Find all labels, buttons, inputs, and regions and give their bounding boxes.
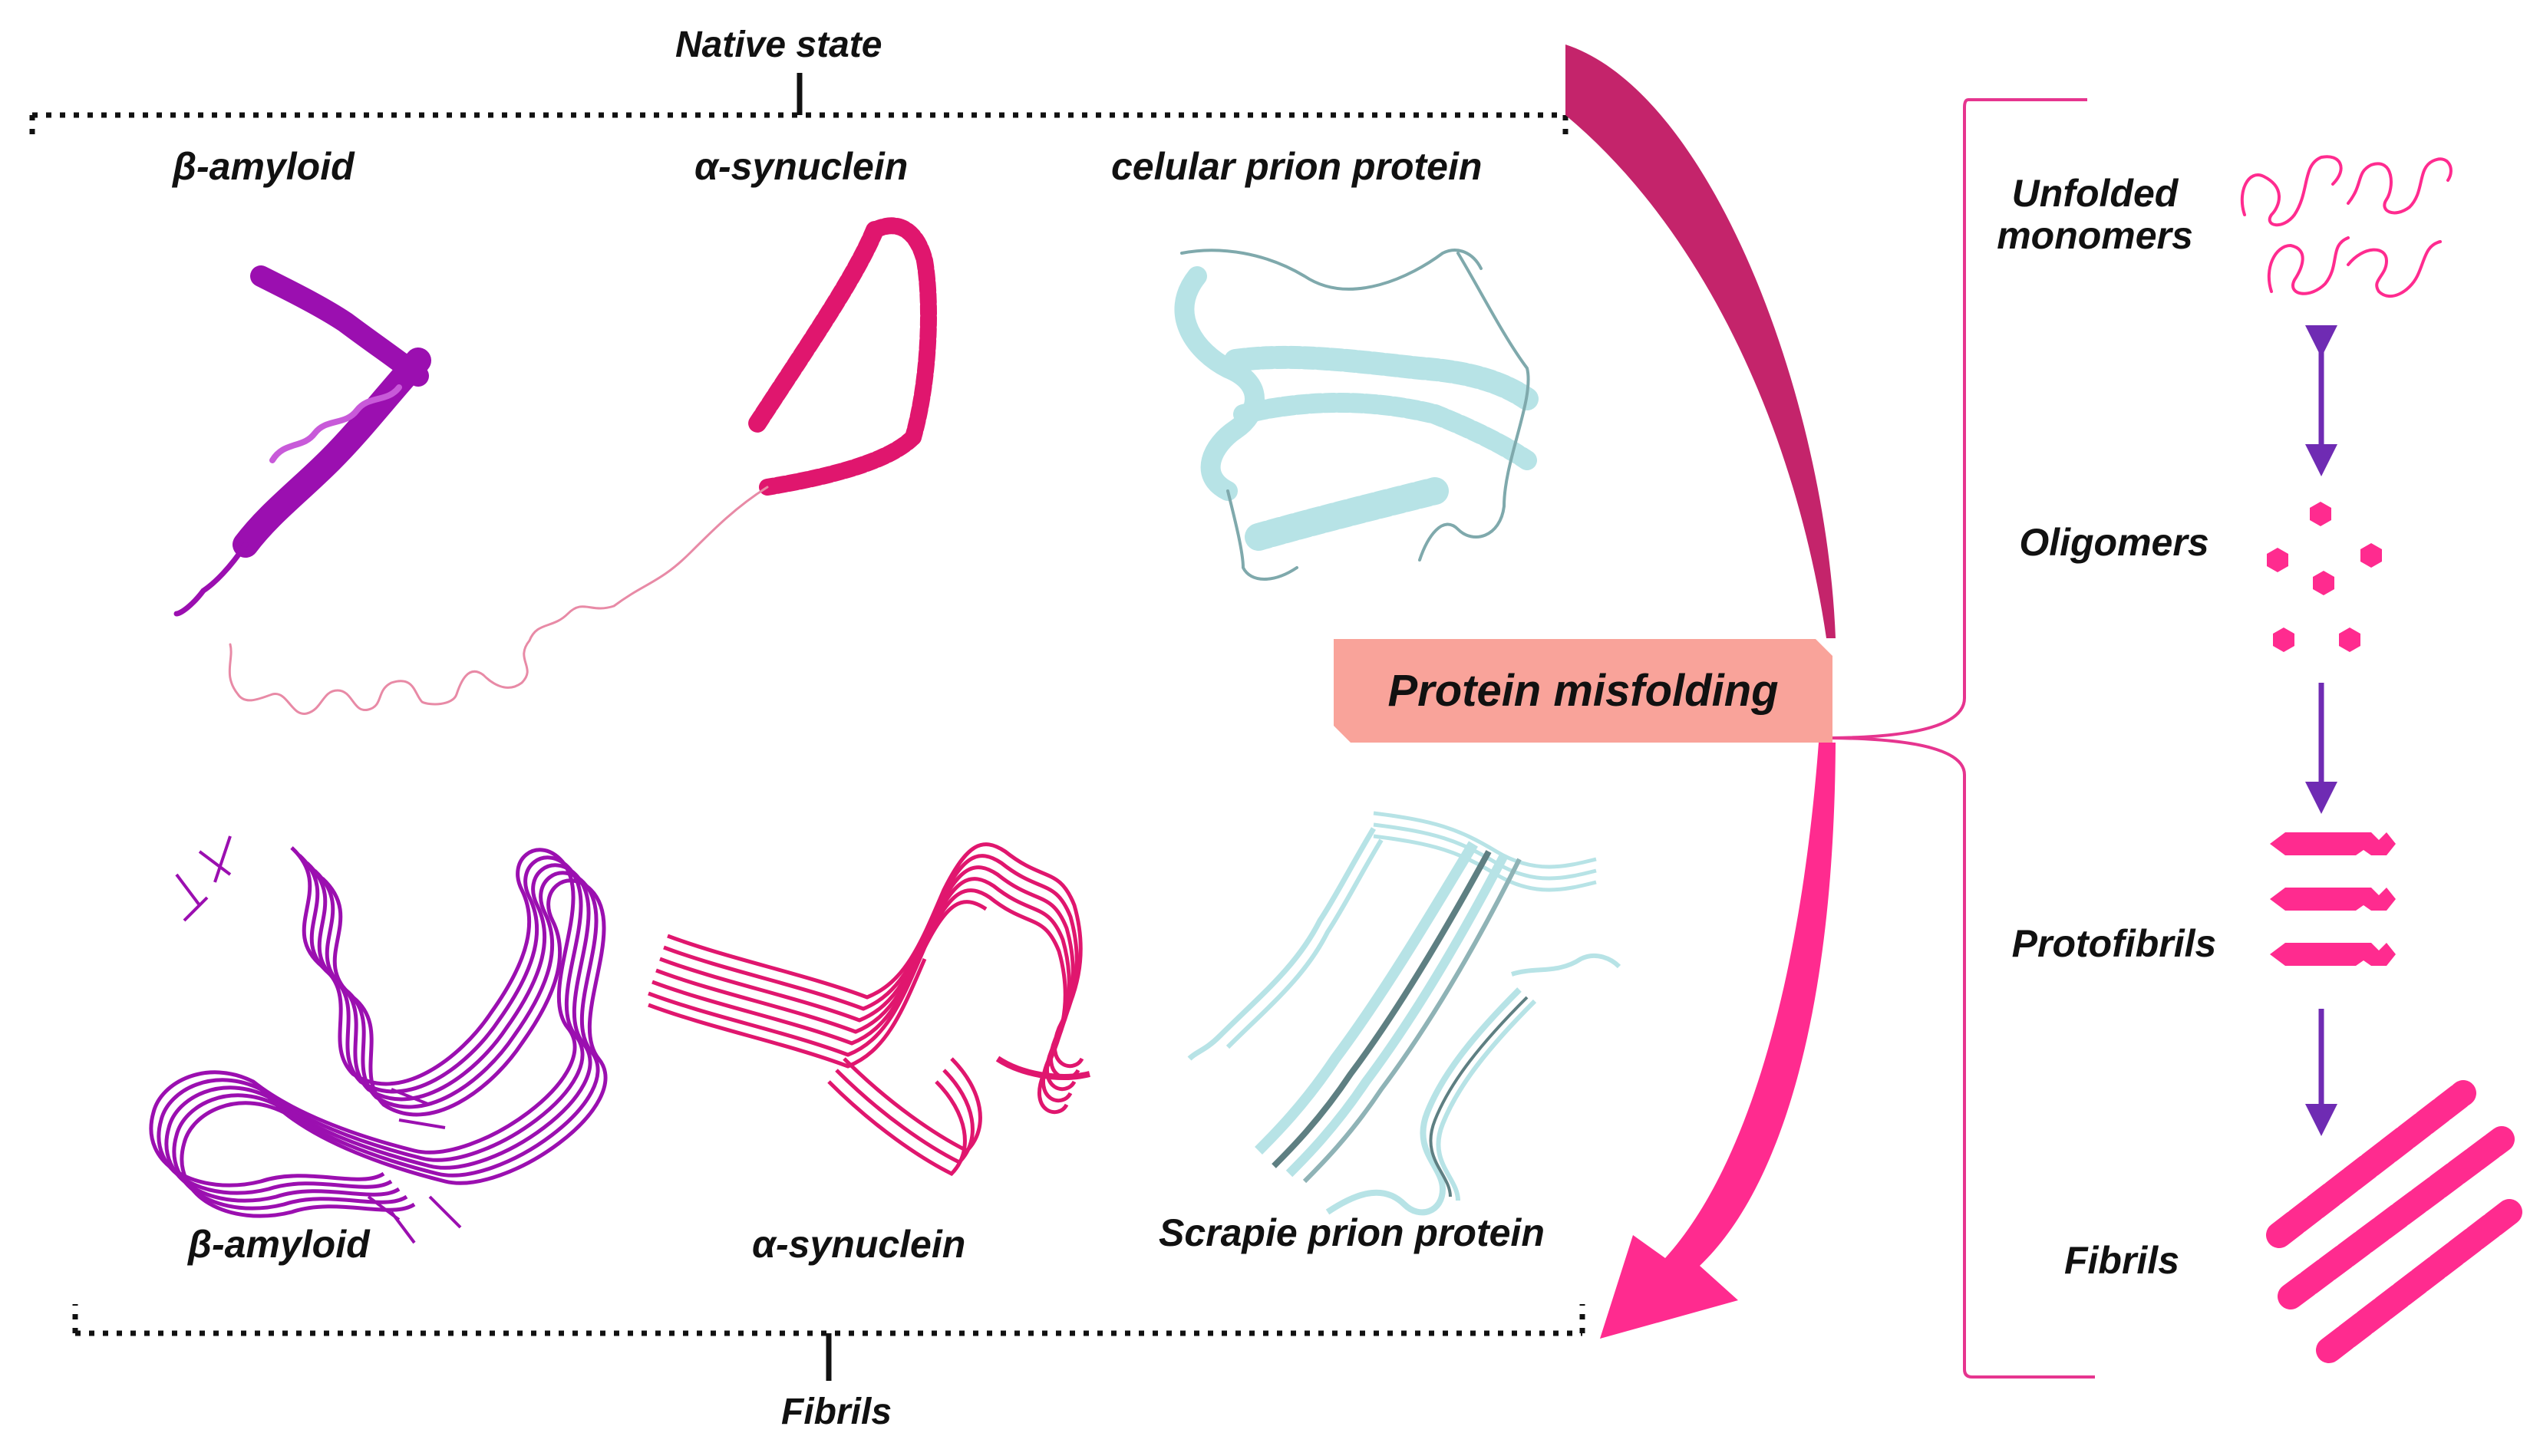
fibrils-bracket bbox=[72, 1304, 1585, 1381]
protein-misfolding-box: Protein misfolding bbox=[1334, 639, 1832, 743]
misfolding-arrow-top bbox=[1565, 44, 1836, 638]
oligomers-icon bbox=[2267, 502, 2382, 652]
unfolded-monomers-icon bbox=[2240, 155, 2453, 298]
fibril-scrapie-prion-label: Scrapie prion protein bbox=[1159, 1211, 1545, 1254]
native-prion-structure bbox=[1174, 249, 1539, 581]
native-beta-amyloid-structure bbox=[173, 265, 431, 617]
stage-protofibrils-label: Protofibrils bbox=[2011, 922, 2217, 965]
native-alpha-synuclein-label: α-synuclein bbox=[694, 145, 909, 188]
stage-unfolded-monomers-label: Unfolded monomers bbox=[1995, 173, 2195, 257]
stage-unfolded-line1: Unfolded bbox=[2011, 172, 2179, 215]
fibril-scrapie-prion-structure bbox=[1187, 811, 1621, 1216]
protofibrils-icon bbox=[2270, 832, 2396, 966]
fibril-beta-amyloid-label: β-amyloid bbox=[188, 1223, 370, 1266]
fibril-alpha-synuclein-structure bbox=[648, 842, 1090, 1177]
stage-oligomers-label: Oligomers bbox=[2019, 521, 2209, 564]
native-prion-label: celular prion protein bbox=[1111, 145, 1483, 188]
native-state-bracket bbox=[29, 73, 1569, 137]
fibrils-icon bbox=[2266, 1080, 2522, 1363]
stage-unfolded-line2: monomers bbox=[1997, 214, 2193, 257]
fibril-beta-amyloid-structure bbox=[149, 835, 608, 1244]
stage-fibrils-label: Fibrils bbox=[2063, 1239, 2180, 1282]
native-alpha-synuclein-structure bbox=[228, 217, 937, 715]
misfolding-box-shape bbox=[1334, 639, 1832, 743]
native-state-title: Native state bbox=[675, 25, 882, 65]
native-beta-amyloid-label: β-amyloid bbox=[173, 145, 355, 188]
fibrils-title: Fibrils bbox=[781, 1392, 892, 1432]
stages-brace bbox=[1832, 98, 2095, 1379]
misfolding-arrow-bottom bbox=[1600, 743, 1836, 1339]
fibril-alpha-synuclein-label: α-synuclein bbox=[752, 1223, 966, 1266]
protein-misfolding-label: Protein misfolding bbox=[1387, 666, 1779, 716]
